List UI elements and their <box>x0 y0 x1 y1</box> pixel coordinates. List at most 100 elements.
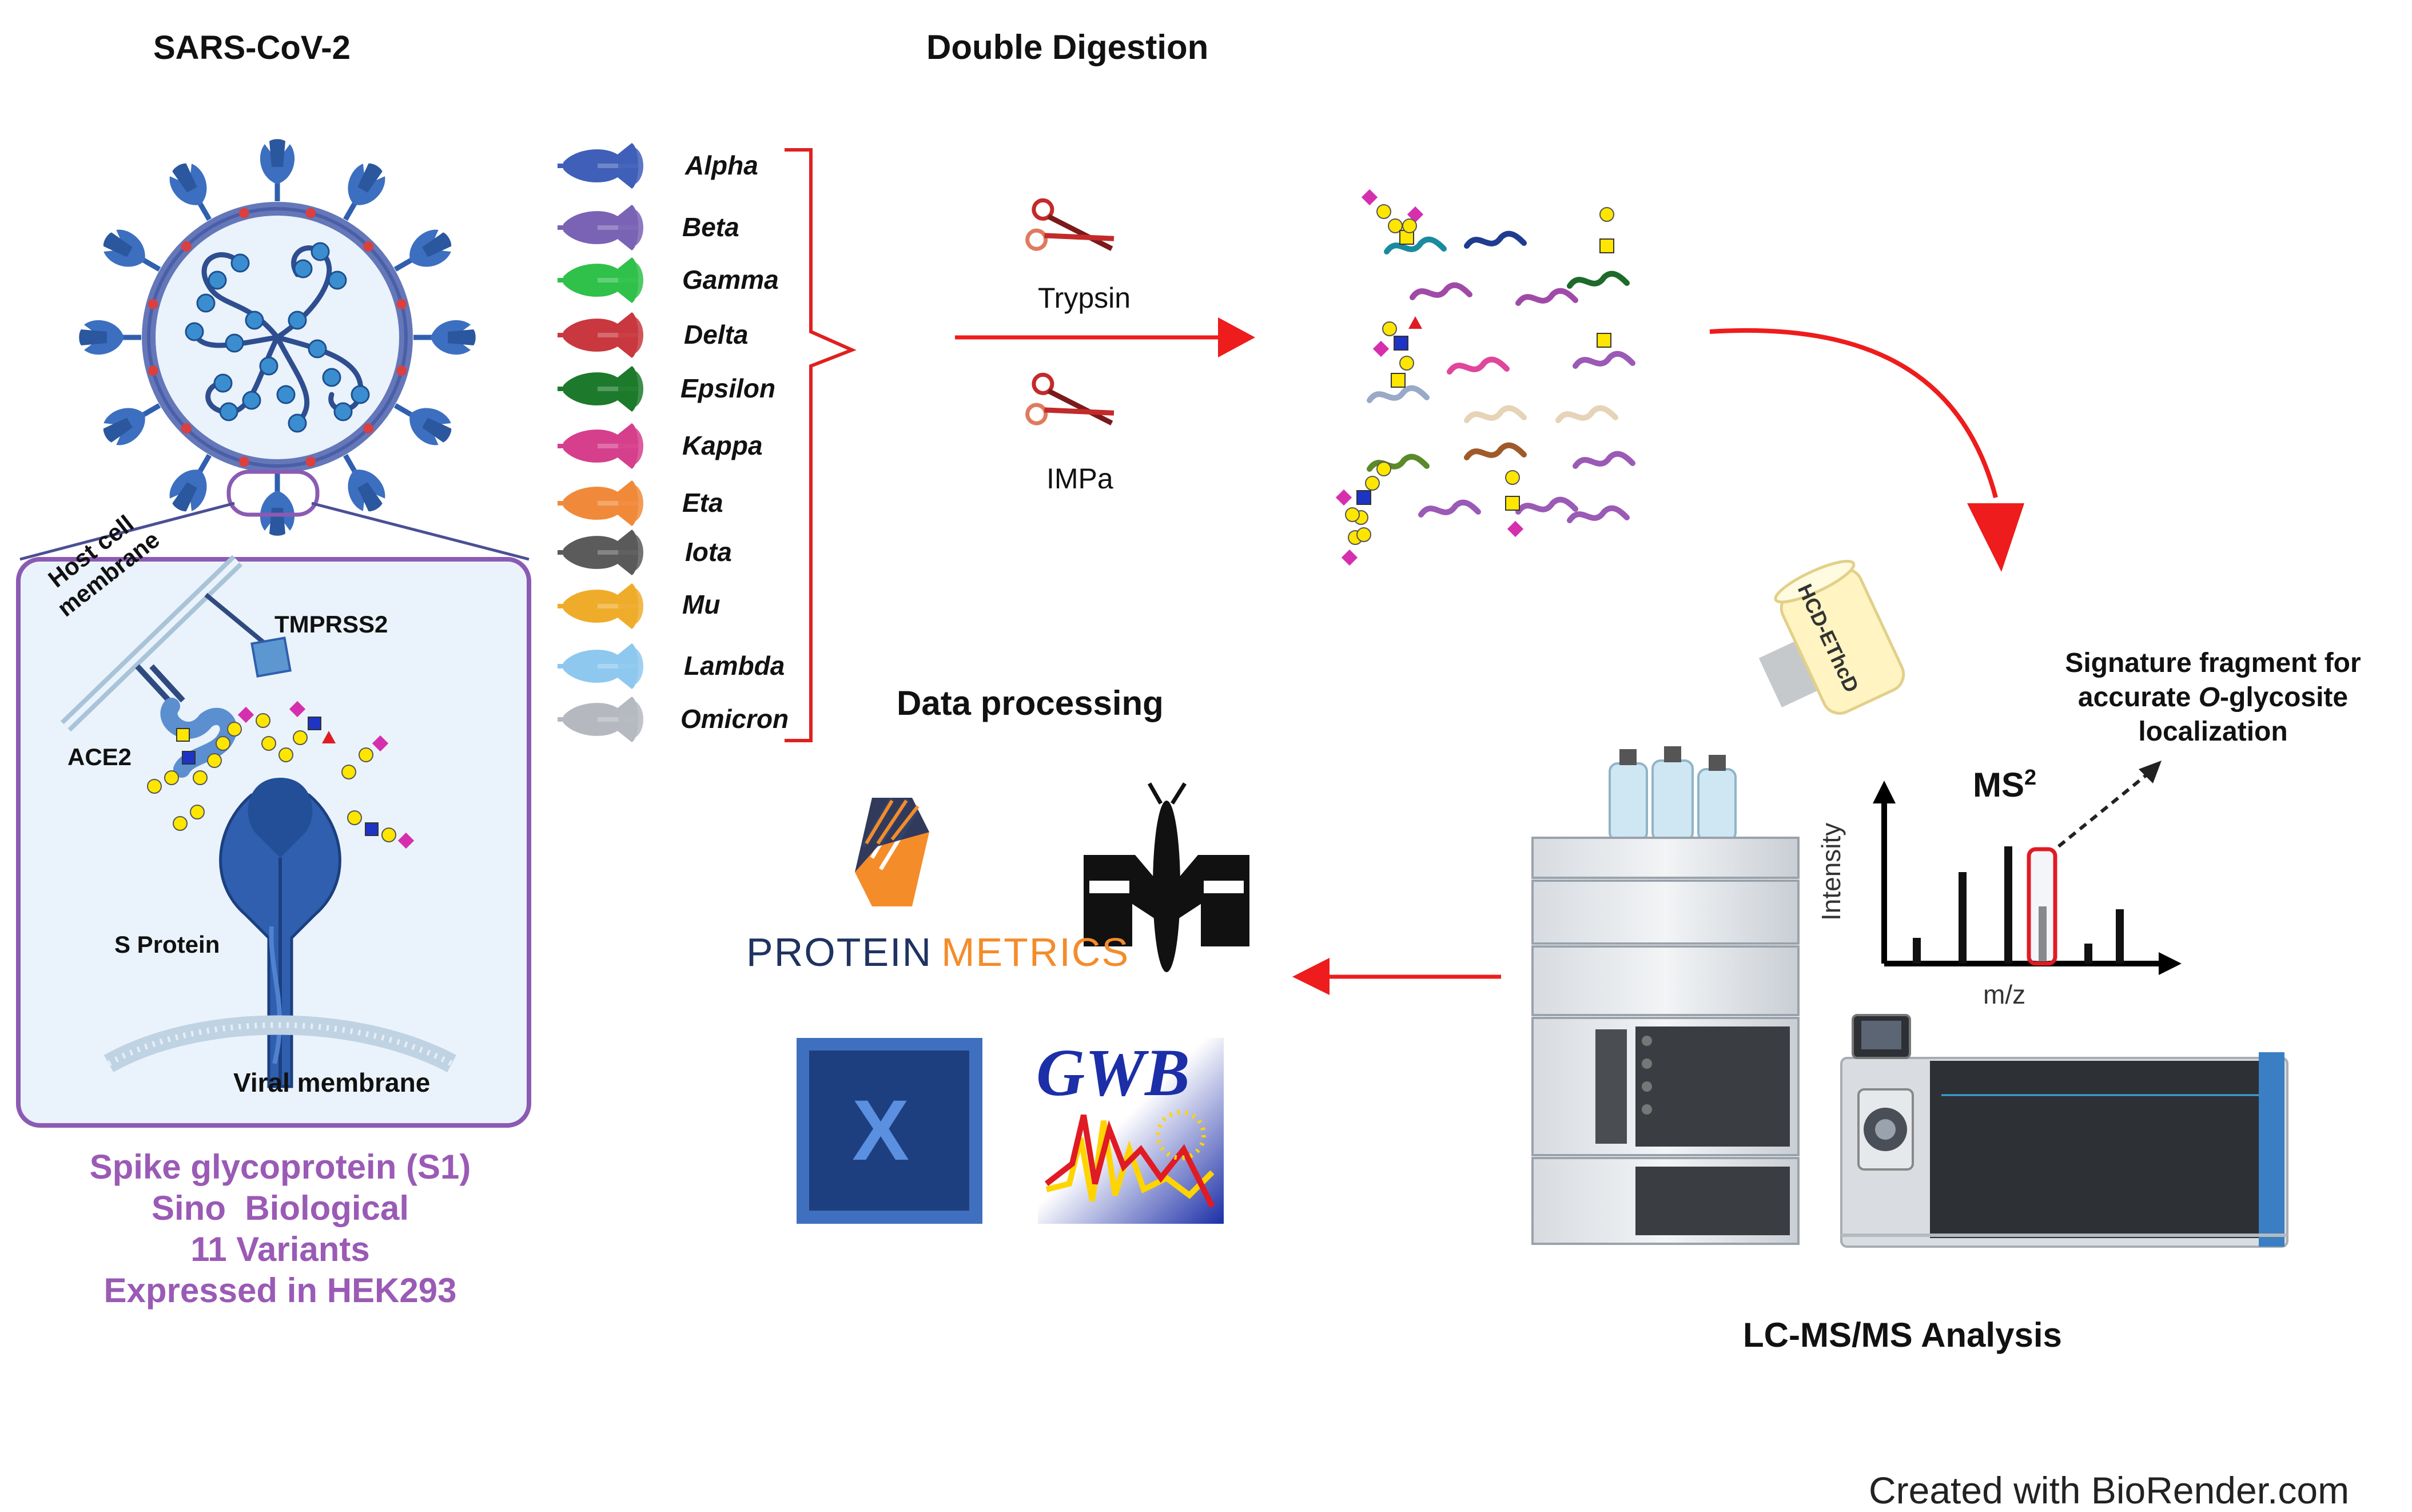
impa-scissors-icon <box>1025 372 1115 425</box>
ms2-xlabel: m/z <box>1983 980 2026 1009</box>
glycan-residue <box>1356 490 1371 505</box>
glycan-residue <box>1391 373 1406 388</box>
nucleocapsid <box>288 311 307 330</box>
sample-info-line1: Spike glycoprotein (S1) <box>89 1148 471 1186</box>
glycan-residue <box>1361 189 1378 206</box>
glycan-residue <box>365 822 379 836</box>
variant-label: Epsilon <box>680 373 776 403</box>
envelope-protein <box>238 456 249 467</box>
sample-info-line4: Expressed in HEK293 <box>104 1271 457 1310</box>
glycan-residue <box>1335 489 1352 506</box>
ms-peak <box>2084 944 2092 964</box>
nucleocapsid <box>311 242 330 261</box>
nucleocapsid <box>245 311 264 330</box>
variant-spike-icon <box>558 366 643 412</box>
peptide <box>1573 451 1635 469</box>
lcms-title: LC-MS/MS Analysis <box>1743 1316 2062 1354</box>
variant-label: Alpha <box>685 150 758 180</box>
envelope-protein <box>305 456 316 467</box>
annotation-line2: accurate O-glycosite <box>2036 681 2390 715</box>
envelope-protein <box>363 241 374 252</box>
sample-info: Spike glycoprotein (S1) Sino Biological … <box>57 1147 503 1311</box>
peptide <box>1573 351 1635 369</box>
nucleocapsid <box>225 333 244 353</box>
nucleocapsid <box>288 413 307 433</box>
variant-label: Gamma <box>682 265 779 295</box>
protein-metrics-word2: METRICS <box>941 930 1130 974</box>
nucleocapsid <box>328 270 347 290</box>
annotation-o: O <box>2198 682 2220 713</box>
virus-title: SARS-CoV-2 <box>153 29 351 66</box>
glycan-residue <box>289 701 306 718</box>
signature-annotation: Signature fragment for accurate O-glycos… <box>2036 646 2390 749</box>
peptide <box>1464 405 1527 423</box>
peptide <box>1447 356 1510 375</box>
glycan-residue <box>261 736 276 751</box>
annotation-accurate: accurate <box>2077 682 2199 713</box>
s-protein-label: S Protein <box>114 931 220 958</box>
spike-icon <box>260 139 294 201</box>
variant-spike-icon <box>558 480 643 526</box>
ms2-ylabel: Intensity <box>1816 822 1846 921</box>
x-software-logo <box>797 1038 982 1224</box>
glycan-residue <box>147 779 162 794</box>
viral-membrane-label: Viral membrane <box>233 1068 431 1097</box>
envelope-protein <box>148 299 158 309</box>
ms2-title-sup: 2 <box>2024 766 2037 790</box>
nucleocapsid <box>219 402 238 421</box>
glycan-residue <box>341 765 356 779</box>
ms2-title-text: MS <box>1973 766 2024 804</box>
variant-bracket <box>785 148 857 742</box>
nucleocapsid <box>213 373 233 393</box>
glycan-residue <box>1597 333 1611 348</box>
variant-spike-icon <box>558 423 643 469</box>
variant-spike-icon <box>558 312 643 358</box>
ace2-label: ACE2 <box>67 743 132 770</box>
ms-peak <box>2004 846 2012 964</box>
peptide <box>1367 385 1430 403</box>
lc-instrument <box>1531 746 1800 1245</box>
peptide <box>1464 442 1527 460</box>
envelope-protein <box>396 365 407 376</box>
glycan-residue <box>207 753 222 768</box>
trypsin-label: Trypsin <box>1038 282 1131 314</box>
glycopeptide-mixture <box>1335 189 1635 566</box>
variant-spike-icon <box>558 697 643 742</box>
nucleocapsid <box>242 391 261 410</box>
glycan-residue <box>1365 476 1380 491</box>
variant-spike-icons <box>558 143 643 742</box>
variant-spike-icon <box>558 583 643 629</box>
variant-label: Kappa <box>682 431 763 460</box>
glycan-residue <box>1341 549 1358 566</box>
variant-label: Eta <box>682 488 723 518</box>
glycan-residue <box>182 751 196 765</box>
spike-zoom-panel <box>16 555 531 1128</box>
glycan-residue <box>1599 238 1614 253</box>
glycan-residue <box>372 735 389 752</box>
glycan-residue <box>1372 340 1390 357</box>
annotation-line3: localization <box>2138 717 2288 747</box>
nucleocapsid <box>185 322 204 341</box>
trypsin-scissors-icon <box>1025 198 1115 251</box>
glycan-residue <box>193 770 208 785</box>
variant-label: Delta <box>684 320 749 349</box>
glycan-residue <box>173 816 188 831</box>
peptide <box>1410 282 1472 300</box>
data-arrow <box>1292 958 1501 995</box>
envelope-protein <box>396 299 407 309</box>
glycan-residue <box>1599 207 1614 222</box>
envelope-protein <box>305 208 316 218</box>
glycan-residue <box>1505 496 1520 511</box>
nucleocapsid <box>322 368 341 387</box>
nucleocapsid <box>230 253 250 273</box>
glycan-residue <box>227 722 242 737</box>
spike-icon <box>413 320 476 355</box>
digestion-arrow <box>955 317 1255 357</box>
variant-label: Lambda <box>684 651 785 681</box>
nucleocapsid <box>259 356 278 376</box>
sample-info-line3: 11 Variants <box>190 1230 370 1268</box>
peptide <box>1418 499 1481 518</box>
glycan-residue <box>164 770 179 785</box>
